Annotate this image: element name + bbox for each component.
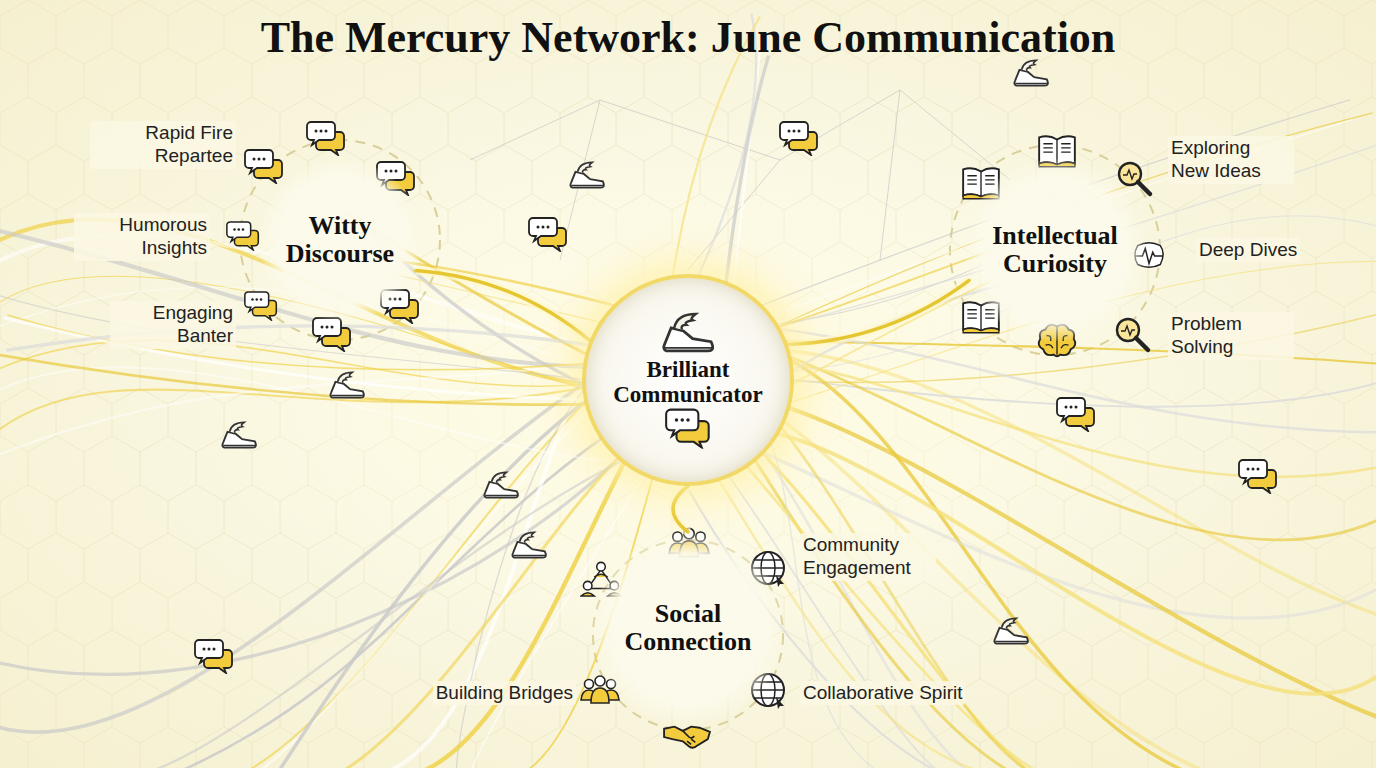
feature-label: Deep Dives (1196, 238, 1300, 263)
winged-shoe (484, 472, 518, 497)
hub-label: Witty Discourse (270, 212, 410, 268)
feature-label: Humorous Insights (74, 213, 210, 261)
central-circle: Brilliant Communicator (582, 274, 794, 486)
feature-label: Community Engagement (800, 533, 936, 581)
center-label: Brilliant Communicator (594, 357, 782, 408)
winged-shoe-icon (657, 311, 719, 357)
speech-icon (666, 410, 709, 448)
flow-line (0, 412, 660, 674)
connector-glow (673, 486, 688, 532)
magnifier-icon (1117, 319, 1148, 350)
handshake-icon (664, 727, 710, 748)
winged-shoe (994, 618, 1028, 643)
connector (673, 486, 688, 532)
speech-icon (1239, 460, 1276, 493)
winged-shoe (1014, 60, 1048, 85)
feature-label: Collaborative Spirit (800, 681, 965, 706)
connector-glow (416, 270, 590, 340)
winged-shoe (570, 162, 604, 187)
speech-icon (780, 122, 817, 155)
curiosity-ring (950, 145, 1160, 355)
flow-line (715, 391, 1376, 721)
witty-ring (240, 140, 440, 340)
flow-line (681, 426, 1376, 618)
flow-line (0, 379, 628, 437)
winged-shoe (512, 532, 546, 557)
speech-icon (1057, 398, 1094, 431)
flow-line (672, 100, 1350, 341)
speech-bubble-icon (665, 407, 711, 449)
hub-node: Intellectual Curiosity (964, 159, 1146, 341)
speech-icon (195, 640, 232, 673)
connector-line (788, 280, 969, 344)
hub-node: Witty Discourse (259, 159, 422, 322)
hub-rings (240, 140, 1160, 730)
winged-shoe (222, 422, 256, 447)
feature-label: Rapid Fire Repartee (90, 121, 236, 169)
feature-label: Problem Solving (1168, 312, 1294, 360)
flow-line (699, 120, 1352, 342)
hub-node: Social Connection (592, 532, 784, 724)
flow-line (0, 329, 681, 732)
speech-icon (227, 222, 258, 250)
speech-icon (529, 218, 566, 251)
speech-icon (245, 150, 282, 183)
flow-line (697, 113, 1373, 365)
connector (788, 280, 969, 344)
connector-line (673, 486, 688, 532)
feature-label: Exploring New Ideas (1168, 136, 1294, 184)
connector-line (416, 270, 590, 340)
connector (416, 270, 590, 340)
speech-icon (245, 292, 276, 320)
connector-glow (788, 280, 969, 344)
hub-label: Social Connection (603, 600, 773, 656)
speech-icon (313, 318, 350, 351)
feature-label: Building Bridges (433, 681, 576, 706)
winged-shoe (330, 372, 364, 397)
speech-icon (307, 122, 344, 155)
feature-label: Engaging Banter (110, 301, 236, 349)
diagram-title: The Mercury Network: June Communication (0, 12, 1376, 63)
winged-shoe (664, 314, 713, 351)
hub-label: Intellectual Curiosity (975, 222, 1135, 278)
flow-line (709, 428, 1376, 693)
